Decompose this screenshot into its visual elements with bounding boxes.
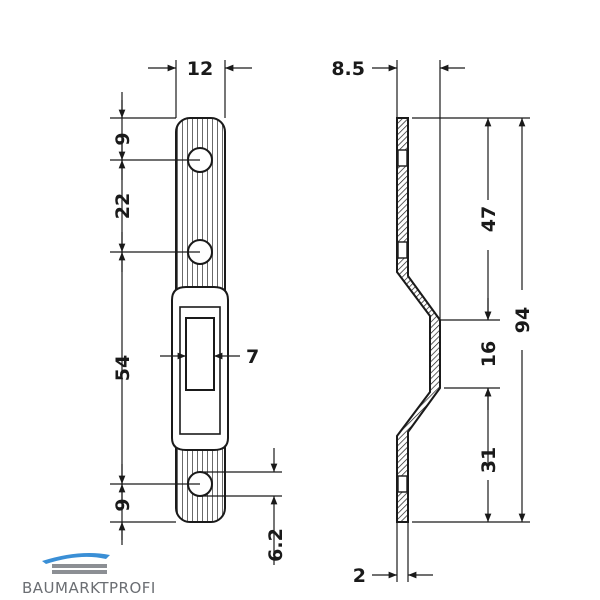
dim-hole-top: 9 [112, 132, 134, 145]
dim-width: 12 [187, 58, 213, 80]
side-view: 8.5 47 16 31 94 2 [331, 58, 534, 587]
side-hole-2 [397, 241, 408, 259]
latch-slot [185, 317, 215, 391]
dim-depth: 8.5 [331, 58, 365, 80]
dim-hole-bottom: 9 [112, 498, 134, 511]
side-hole-1 [397, 149, 408, 167]
dim-slot-height: 54 [112, 355, 134, 381]
dim-hole-spacing: 22 [112, 193, 134, 219]
dim-upper-length: 47 [478, 206, 500, 232]
dim-lower-length: 31 [478, 447, 500, 473]
side-profile [396, 117, 441, 523]
dim-thickness: 2 [353, 565, 366, 587]
brand-name: BAUMARKTPROFI [22, 579, 156, 597]
brand-logo-icon [42, 553, 110, 574]
front-view: 12 9 22 54 9 7 6.2 [110, 58, 287, 565]
dim-hole-diameter: 6.2 [265, 528, 287, 562]
side-hole-3 [397, 475, 408, 493]
dim-slot-width: 7 [246, 346, 259, 368]
dim-total-length: 94 [512, 307, 534, 333]
dim-offset: 16 [478, 341, 500, 367]
